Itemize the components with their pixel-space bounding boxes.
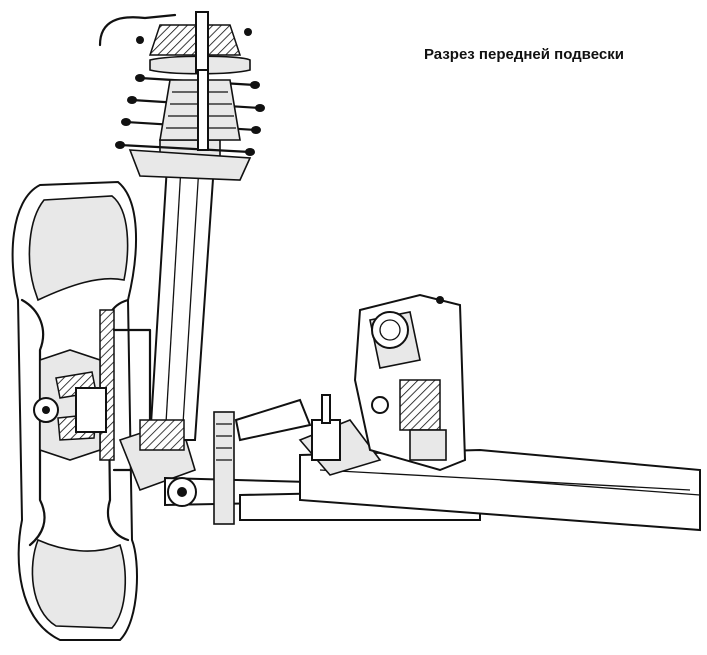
steering-gear xyxy=(311,293,467,472)
top-mount xyxy=(98,11,252,151)
strut xyxy=(139,139,221,451)
figure-caption: Разрез передней подвески xyxy=(424,46,624,63)
